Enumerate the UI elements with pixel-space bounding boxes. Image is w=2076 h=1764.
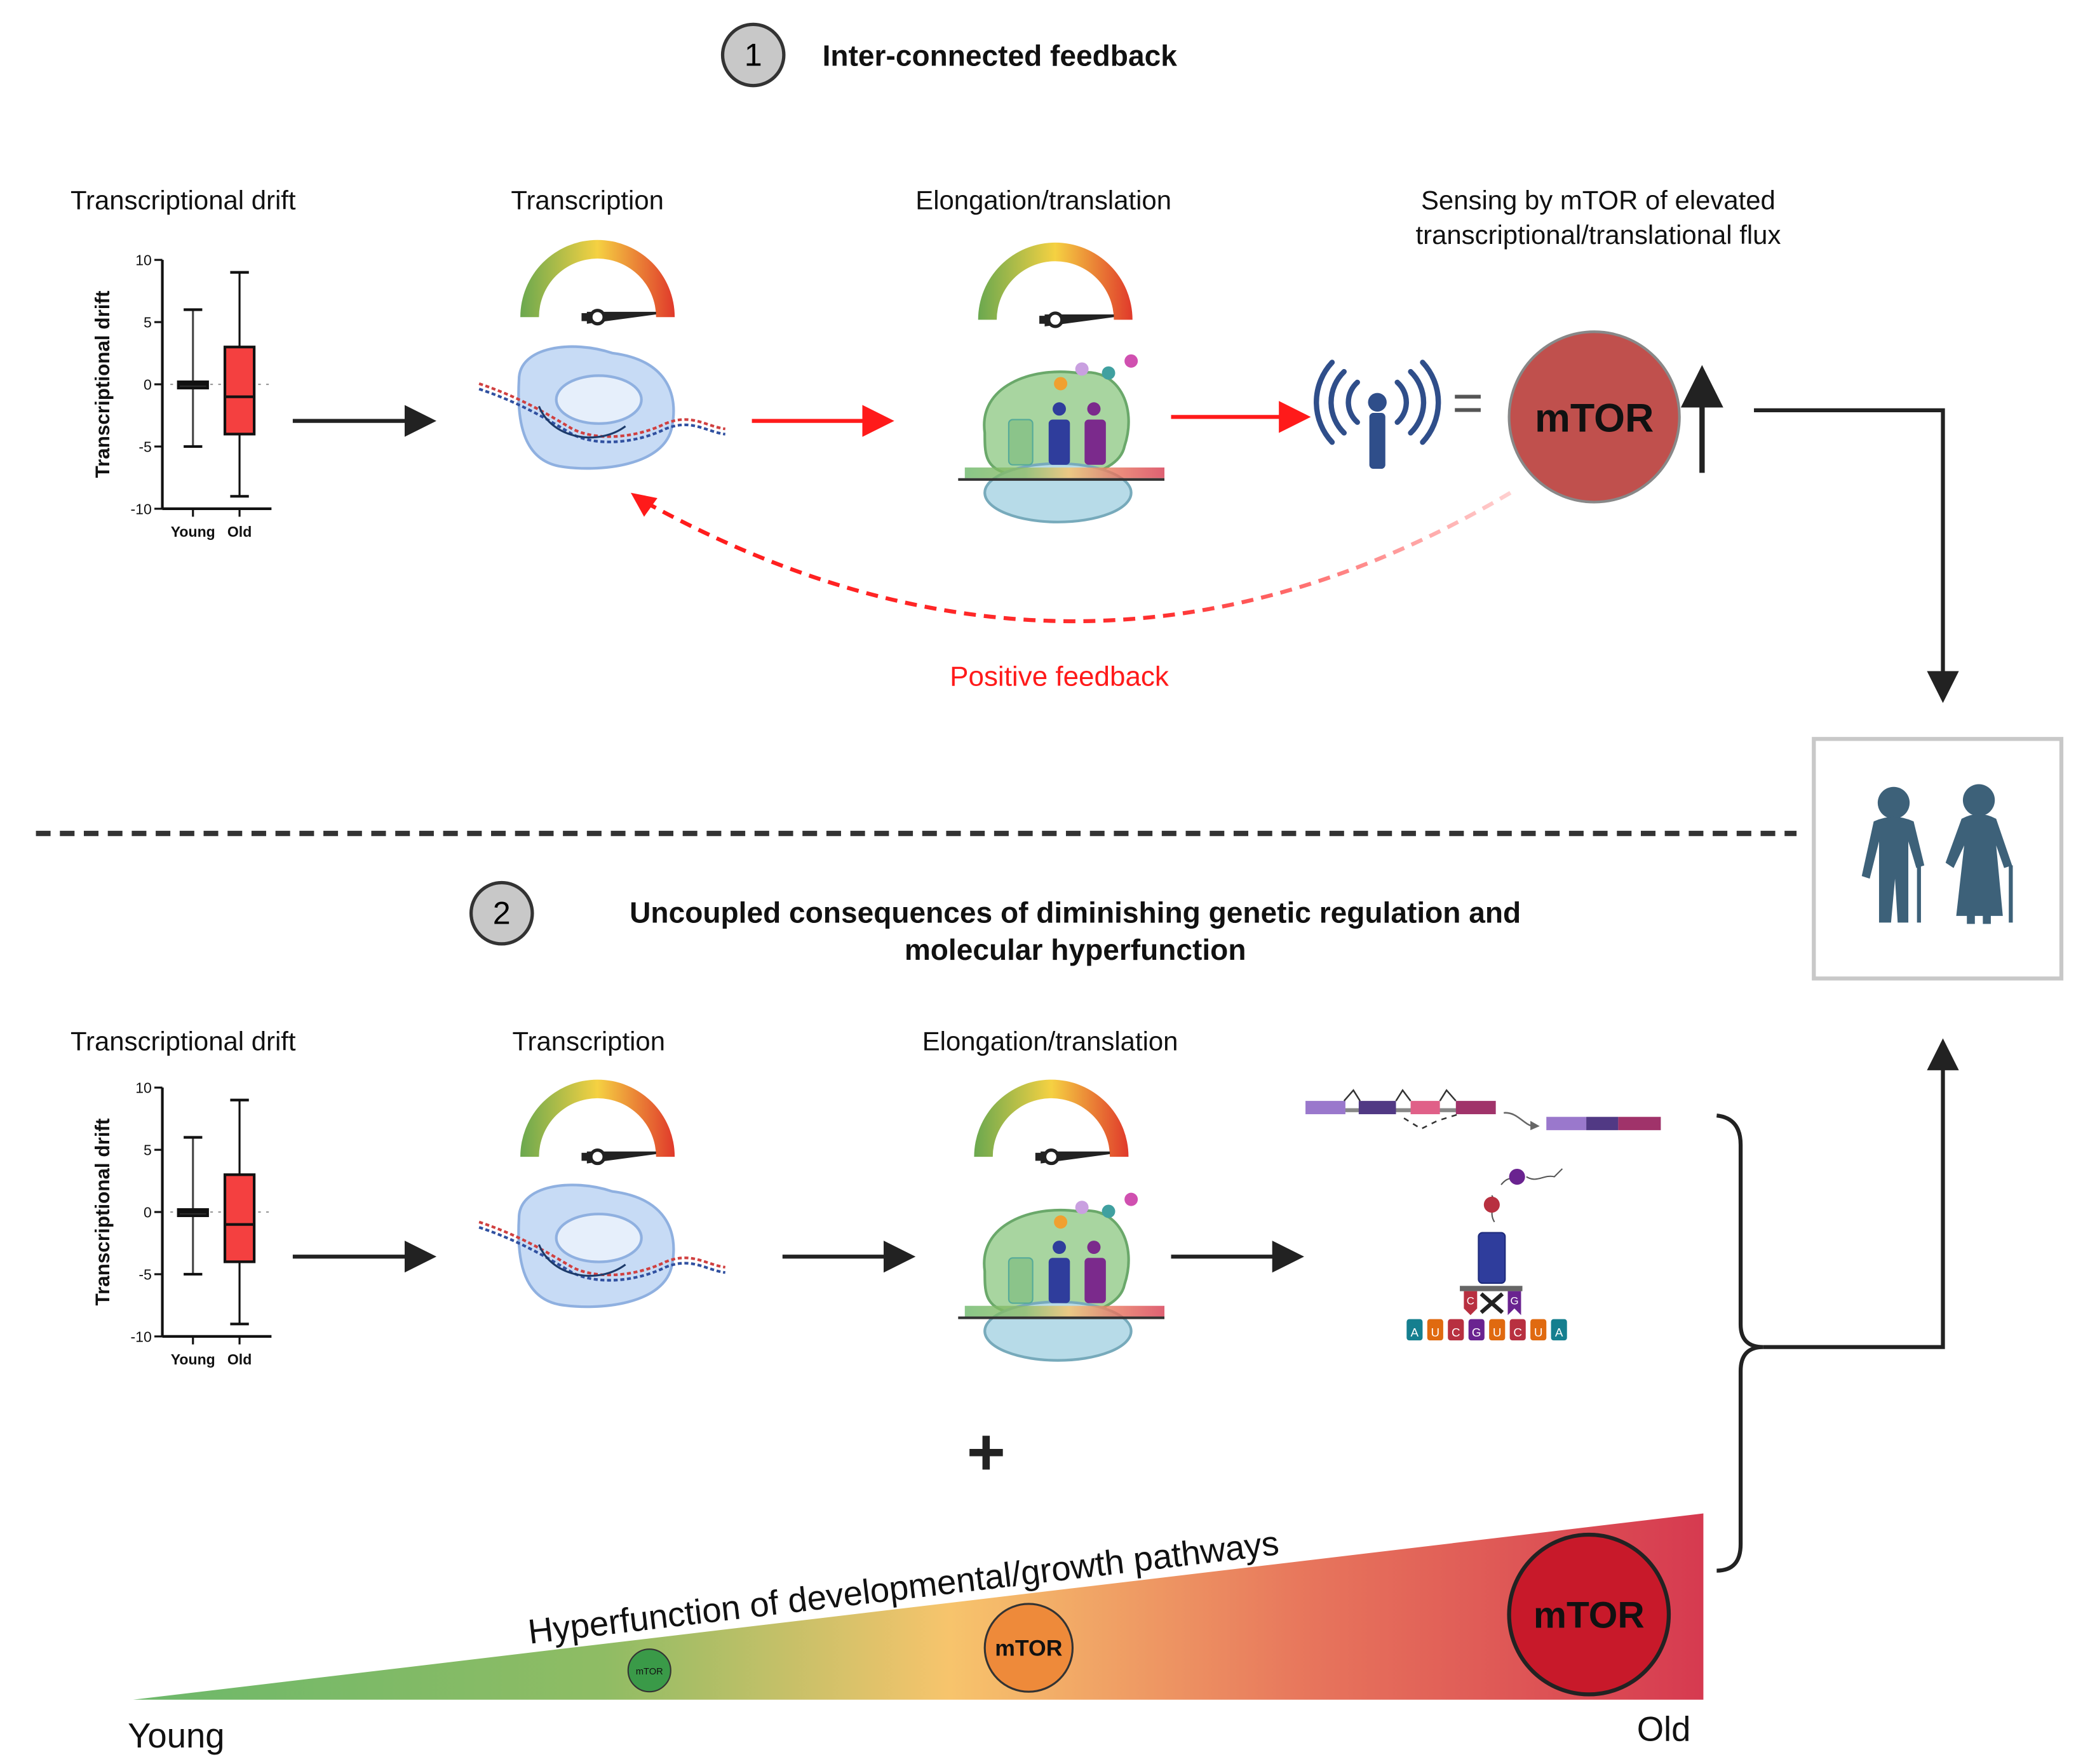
y-tick-label: 10	[135, 1080, 152, 1096]
mtor-medium-circle	[983, 1603, 1074, 1693]
codon-base-letter: C	[1452, 1326, 1460, 1339]
codon-base-tile	[1427, 1319, 1443, 1341]
codon-base-letter: U	[1493, 1326, 1502, 1339]
codon-base-letter: U	[1534, 1326, 1543, 1339]
old-label: Old	[1637, 1710, 1691, 1749]
x-tick-label: Young	[171, 523, 215, 540]
codon-base-tile	[1448, 1319, 1464, 1341]
codon-base-letter: A	[1555, 1326, 1563, 1339]
box-old	[223, 1173, 256, 1263]
x-tick-label: Old	[227, 523, 252, 540]
codon-base-tile	[1530, 1319, 1547, 1341]
panel-2: 2 Uncoupled consequences of diminishing …	[71, 880, 1959, 1755]
drift-label-1: Transcriptional drift	[71, 185, 296, 215]
alternative-splicing-icon	[1305, 1089, 1661, 1131]
y-tick-label: -5	[138, 1266, 151, 1283]
positive-feedback-label: Positive feedback	[950, 661, 1169, 692]
mtor-circle	[1507, 330, 1681, 504]
codon-base-tile	[1406, 1319, 1423, 1341]
y-tick-label: 0	[144, 376, 152, 393]
codon-base-letter: A	[1411, 1326, 1419, 1339]
step-1-number: 1	[745, 36, 762, 72]
panel-2-title-line1: Uncoupled consequences of diminishing ge…	[630, 896, 1521, 929]
ribosome-icon	[958, 354, 1164, 522]
connector-to-aging-2	[1763, 1038, 1959, 1349]
anticodon-base: G	[1510, 1295, 1518, 1307]
aging-box	[1812, 737, 2064, 981]
x-tick-label: Young	[171, 1351, 215, 1368]
mtor-medium-label: mTOR	[995, 1636, 1062, 1661]
panel-2-title-line2: molecular hyperfunction	[905, 933, 1246, 966]
elderly-couple-icon	[1861, 784, 2013, 924]
elongation-label-1: Elongation/translation	[915, 185, 1171, 215]
transcription-label-1: Transcription	[511, 185, 663, 215]
y-tick-label: -5	[138, 438, 151, 455]
rna-polymerase-icon	[479, 347, 725, 469]
speed-gauge-icon	[520, 240, 675, 324]
equals-sign: =	[1452, 373, 1483, 433]
feedback-arrowhead	[630, 492, 657, 517]
mtor-large-circle	[1507, 1532, 1671, 1697]
y-axis-label: Transcriptional drift	[91, 1118, 114, 1305]
speed-gauge-icon	[520, 1080, 675, 1164]
codon-base-letter: G	[1472, 1326, 1481, 1339]
rna-polymerase-icon	[479, 1185, 725, 1307]
x-tick-label: Old	[227, 1351, 252, 1368]
panel-1-title: Inter-connected feedback	[823, 39, 1178, 72]
young-label: Young	[128, 1716, 224, 1755]
plus-sign: +	[967, 1415, 1006, 1490]
speed-gauge-icon	[974, 1080, 1128, 1164]
codon-base-letter: C	[1513, 1326, 1522, 1339]
codon-base-letter: U	[1431, 1326, 1440, 1339]
codon-base-tile	[1509, 1319, 1526, 1341]
mtor-small-label: mTOR	[636, 1667, 663, 1677]
mtor-label: mTOR	[1535, 396, 1654, 440]
codon-base-tile	[1551, 1319, 1567, 1341]
sensing-label-line2: transcriptional/translational flux	[1415, 220, 1781, 250]
y-axis-label: Transcriptional drift	[91, 290, 114, 478]
step-2-number: 2	[493, 894, 511, 931]
transcription-label-2: Transcription	[513, 1027, 665, 1056]
y-tick-label: 5	[144, 314, 152, 330]
anticodon-base: C	[1467, 1295, 1474, 1307]
speed-gauge-icon	[978, 243, 1133, 327]
drift-label-2: Transcriptional drift	[71, 1027, 296, 1056]
y-tick-label: 5	[144, 1141, 152, 1158]
positive-feedback-arrow	[642, 491, 1512, 624]
panel-1: 1 Inter-connected feedback Transcription…	[71, 22, 1959, 703]
elongation-label-2: Elongation/translation	[922, 1027, 1178, 1056]
y-tick-label: -10	[131, 1328, 152, 1345]
ribosome-icon	[958, 1193, 1164, 1361]
y-tick-label: 0	[144, 1204, 152, 1220]
age-gradient-ramp	[133, 1513, 1704, 1700]
codon-base-tile	[1489, 1319, 1506, 1341]
step-2-badge	[469, 880, 534, 946]
grouping-brace	[1716, 1114, 1763, 1573]
box-old	[223, 346, 256, 436]
antenna-signal-icon	[1314, 360, 1441, 469]
mtor-large-label: mTOR	[1533, 1595, 1645, 1636]
step-1-badge	[720, 22, 786, 88]
mtor-small-circle	[627, 1648, 671, 1693]
y-tick-label: -10	[131, 501, 152, 517]
sensing-label-line1: Sensing by mTOR of elevated	[1421, 185, 1776, 215]
connector-to-aging	[1754, 408, 1959, 703]
y-tick-label: 10	[135, 252, 152, 269]
codon-base-tile	[1468, 1319, 1485, 1341]
